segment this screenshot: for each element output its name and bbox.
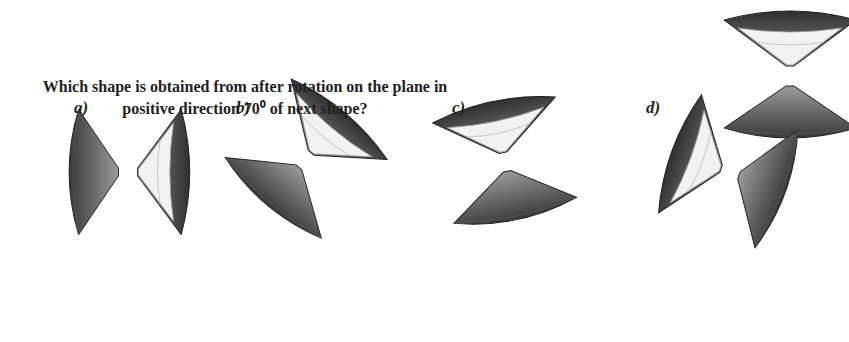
option-label: c) [452, 98, 465, 118]
option-label: d) [646, 98, 660, 118]
option-label: b) [236, 98, 250, 118]
option-label: a) [74, 98, 88, 118]
